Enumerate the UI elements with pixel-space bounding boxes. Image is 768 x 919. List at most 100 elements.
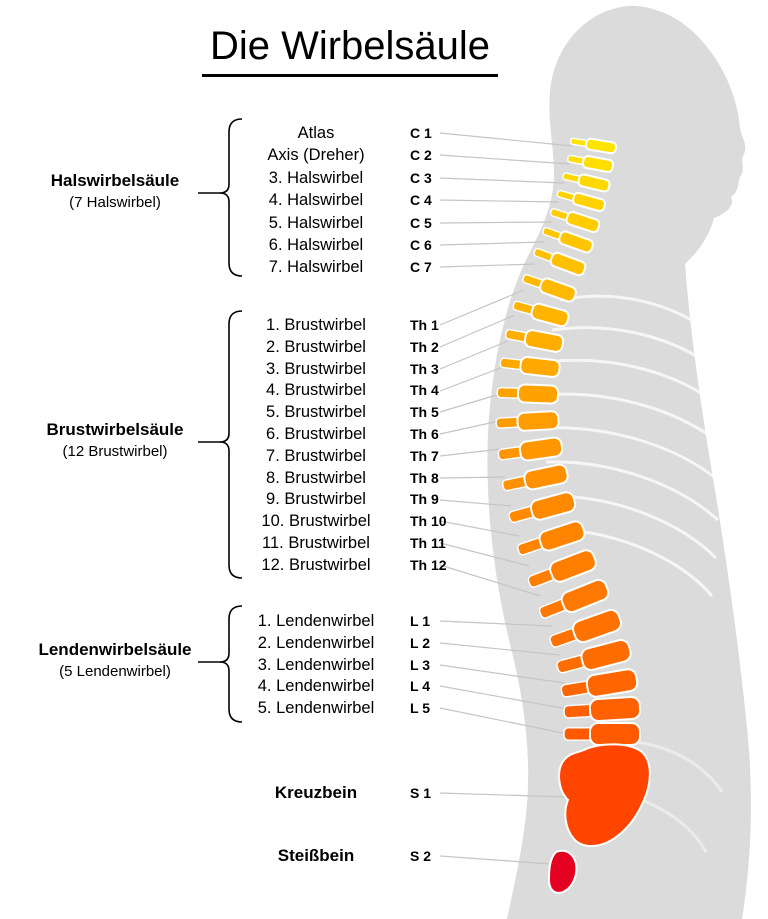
vertebra-row: 3. Lendenwirbel L 3 <box>0 654 768 676</box>
vertebra-shape <box>549 208 601 233</box>
connector-line <box>439 314 516 348</box>
page-title: Die Wirbelsäule <box>150 24 550 77</box>
vertebra-code: Th 9 <box>410 491 439 508</box>
section-label-cervical: Halswirbelsäule (7 Halswirbel) <box>15 170 215 214</box>
vertebra-row: 6. Halswirbel C 6 <box>0 234 768 256</box>
section-subtitle: (5 Lendenwirbel) <box>59 663 171 680</box>
section-label-thoracic: Brustwirbelsäule (12 Brustwirbel) <box>15 419 215 463</box>
vertebra-code: C 1 <box>410 125 432 141</box>
vertebra-code: S 1 <box>410 785 432 801</box>
vertebra-row: Steißbein S 2 <box>0 845 768 867</box>
vertebra-code: Th 7 <box>410 447 439 464</box>
vertebra-name: 6. Halswirbel <box>268 236 364 254</box>
vertebra-code: S 2 <box>410 848 432 864</box>
section-title: Halswirbelsäule <box>50 171 180 190</box>
vertebra-row: 12. Brustwirbel Th 12 <box>0 554 768 576</box>
vertebra-row: Kreuzbein S 1 <box>0 782 768 804</box>
vertebra-name: 4. Brustwirbel <box>266 381 366 400</box>
vertebra-row: 9. Brustwirbel Th 9 <box>0 488 768 510</box>
vertebra-shape <box>508 491 577 523</box>
vertebra-shape <box>495 410 560 432</box>
vertebra-shape <box>542 226 594 254</box>
vertebra-code: Th 5 <box>410 404 439 421</box>
vertebra-row: 5. Lendenwirbel L 5 <box>0 697 768 719</box>
page-title-text: Die Wirbelsäule <box>201 24 499 77</box>
connector-line <box>439 448 502 457</box>
vertebra-code: Th 11 <box>410 535 446 551</box>
connector-line <box>439 620 552 627</box>
vertebra-name: 5. Lendenwirbel <box>257 699 375 718</box>
connector-lines <box>439 132 573 865</box>
vertebra-code: Th 12 <box>410 556 447 573</box>
vertebra-name: 3. Halswirbel <box>268 168 364 187</box>
connector-line <box>439 393 501 413</box>
connector-line <box>439 476 506 479</box>
section-brackets <box>198 118 243 723</box>
connector-line-coccyx <box>439 855 552 865</box>
vertebra-name: 1. Brustwirbel <box>266 316 366 334</box>
vertebra-code: Th 2 <box>410 338 439 355</box>
vertebra-code: Th 10 <box>410 513 447 530</box>
vertebra-row: 3. Halswirbel C 3 <box>0 167 768 189</box>
vertebra-name: 7. Halswirbel <box>268 258 364 277</box>
vertebra-name: Kreuzbein <box>274 783 358 802</box>
vertebra-shape <box>497 436 564 462</box>
vertebra-shape <box>522 273 577 303</box>
vertebra-name: 2. Brustwirbel <box>266 337 366 356</box>
vertebra-shape <box>527 549 597 588</box>
vertebra-name: 3. Lendenwirbel <box>257 655 375 674</box>
vertebra-shape <box>567 154 615 173</box>
vertebra-shape <box>569 137 618 155</box>
connector-line <box>439 199 559 203</box>
vertebra-code: Th 4 <box>410 382 439 399</box>
coccyx-shape <box>547 849 578 894</box>
vertebra-shape <box>504 328 565 353</box>
connector-line <box>439 340 509 370</box>
connector-line <box>439 707 568 735</box>
vertebra-name: 4. Halswirbel <box>268 191 364 210</box>
vertebra-row: 10. Brustwirbel Th 10 <box>0 510 768 532</box>
vertebra-name: 7. Brustwirbel <box>266 446 366 465</box>
vertebra-shape <box>562 172 611 193</box>
vertebra-code: L 5 <box>410 700 430 717</box>
connector-line <box>439 564 541 597</box>
vertebra-name: Steißbein <box>277 846 355 865</box>
vertebra-name: 2. Lendenwirbel <box>257 633 375 652</box>
vertebra-shape <box>499 356 561 378</box>
vertebra-name: 12. Brustwirbel <box>261 555 371 574</box>
vertebra-code: C 6 <box>410 237 432 253</box>
vertebra-code: C 5 <box>410 214 432 231</box>
vertebra-name: Axis (Dreher) <box>267 146 365 165</box>
vertebra-code: C 3 <box>410 169 432 186</box>
vertebra-shape <box>533 247 587 277</box>
vertebra-code: L 3 <box>410 656 430 673</box>
vertebra-name: 1. Lendenwirbel <box>257 612 375 630</box>
vertebra-shape <box>496 383 560 405</box>
connector-line <box>439 263 535 268</box>
vertebra-row: 4. Brustwirbel Th 4 <box>0 379 768 401</box>
connector-line <box>439 132 573 147</box>
vertebra-shape <box>563 696 642 722</box>
vertebra-shape <box>501 463 569 492</box>
vertebra-name: 10. Brustwirbel <box>261 512 371 531</box>
vertebra-shape <box>512 300 570 328</box>
vertebra-shape <box>556 638 632 674</box>
vertebra-code: C 2 <box>410 147 432 164</box>
connector-line <box>439 177 565 184</box>
vertebra-row: 2. Brustwirbel Th 2 <box>0 336 768 358</box>
connector-line <box>439 664 565 684</box>
vertebra-name: 9. Brustwirbel <box>266 490 366 509</box>
section-label-lumbar: Lendenwirbelsäule (5 Lendenwirbel) <box>15 639 215 683</box>
section-title: Lendenwirbelsäule <box>38 640 192 659</box>
vertebra-name: 3. Brustwirbel <box>266 359 366 378</box>
